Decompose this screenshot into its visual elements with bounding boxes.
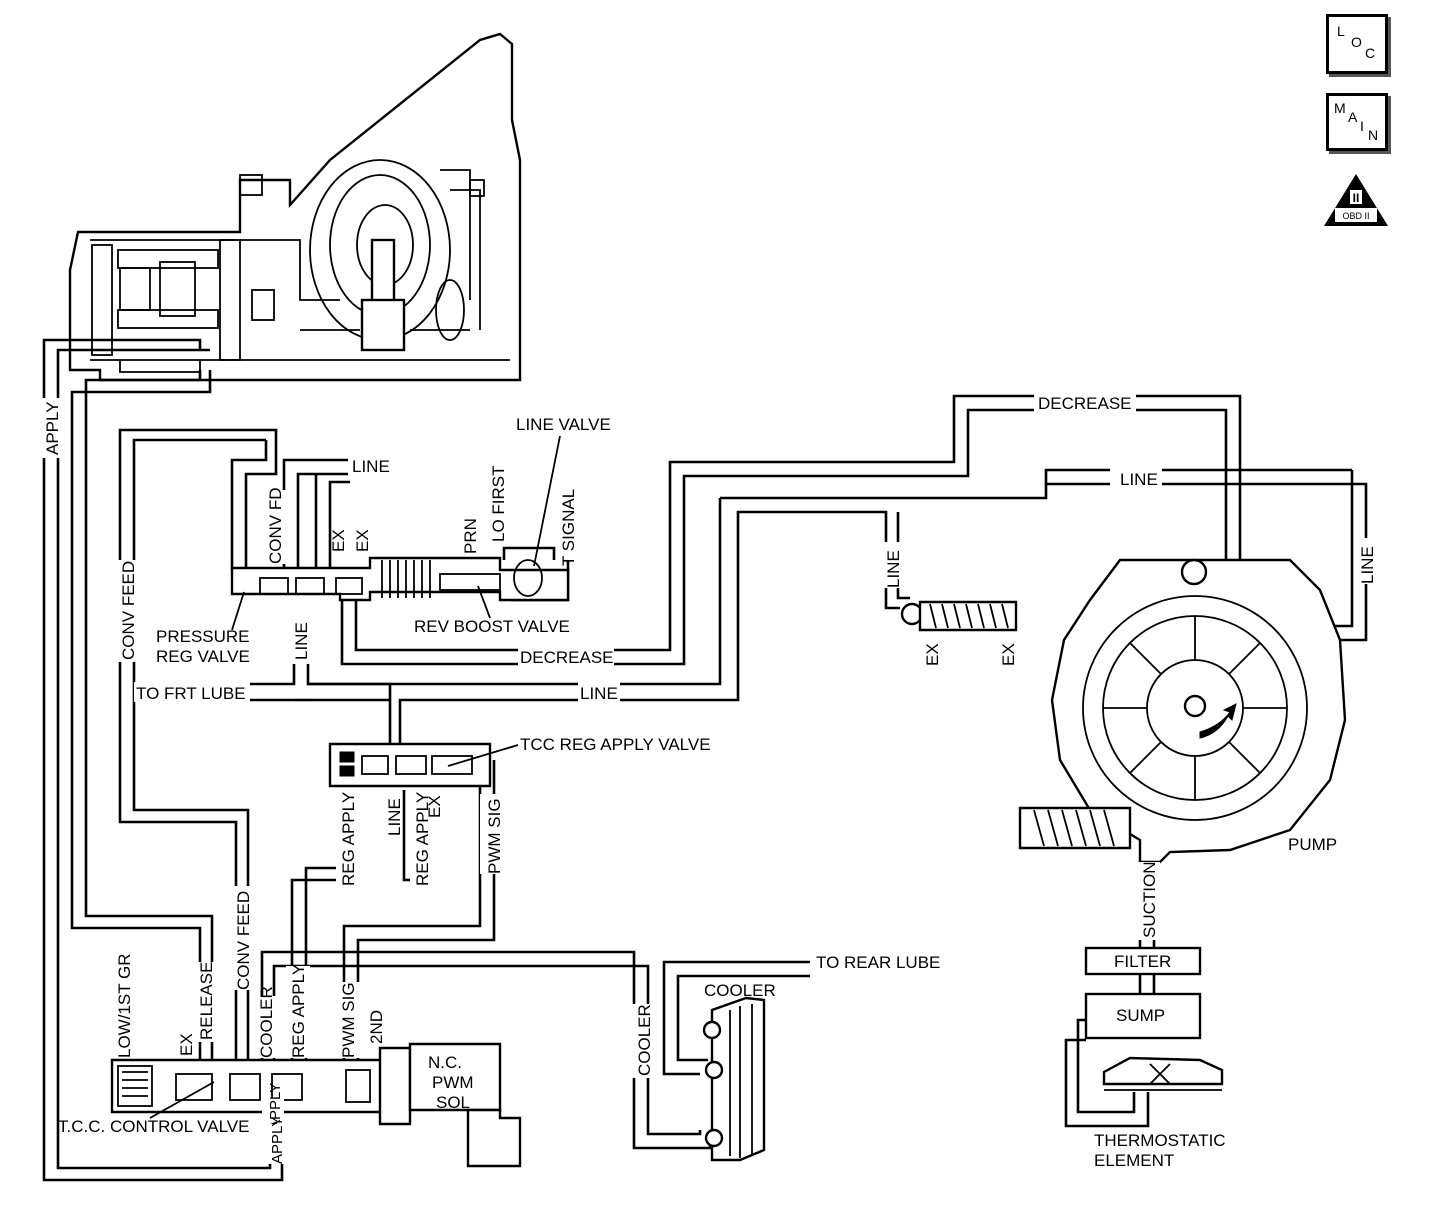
label-line-spring: LINE (884, 550, 903, 588)
label-pwm-sig-1: PWM SIG (485, 798, 504, 874)
label-line-upper: LINE (352, 457, 390, 476)
label-pump: PUMP (1288, 835, 1337, 854)
label-thermostatic: THERMOSTATIC (1094, 1131, 1226, 1150)
label-apply-left: APPLY (43, 401, 62, 455)
label-element: ELEMENT (1094, 1151, 1174, 1170)
label-line-mid: LINE (292, 622, 311, 660)
label-sump: SUMP (1116, 1006, 1165, 1025)
label-low-1st-gr: LOW/1ST GR (115, 953, 134, 1058)
label-ex-low: EX (177, 1033, 196, 1056)
transmission-housing (68, 32, 522, 382)
label-conv-feed-left: CONV FEED (119, 561, 138, 660)
label-line-valve: LINE VALVE (516, 415, 611, 434)
loc-letter-o: O (1351, 34, 1362, 50)
label-ex-tcc: EX (425, 795, 444, 818)
label-to-rear-lube: TO REAR LUBE (816, 953, 940, 972)
label-sol: SOL (436, 1093, 470, 1112)
label-rev-boost-valve: REV BOOST VALVE (414, 617, 570, 636)
label-tcc-control-valve: T.C.C. CONTROL VALVE (58, 1117, 249, 1136)
loc-letter-l: L (1337, 23, 1345, 39)
thermostatic-element (1102, 1056, 1224, 1091)
filter-box (1084, 946, 1202, 976)
label-tcc-reg-apply-valve: TCC REG APPLY VALVE (520, 735, 711, 754)
label-cooler-v: COOLER (257, 986, 276, 1058)
loc-letter-c: C (1365, 45, 1376, 61)
tcc-reg-apply-valve (328, 742, 492, 788)
label-ex-spring-2: EX (999, 643, 1018, 666)
label-line-long: LINE (580, 684, 618, 703)
label-cooler-line: COOLER (635, 1004, 654, 1076)
label-decrease-mid: DECREASE (520, 648, 614, 667)
label-to-frt-lube: TO FRT LUBE (136, 684, 246, 703)
label-line-right: LINE (1358, 546, 1377, 584)
obd-ii-icon: II OBD II (1324, 174, 1388, 226)
main-letter-i: I (1360, 118, 1364, 134)
label-cooler-unit: COOLER (704, 981, 776, 1000)
label-reg-apply-1: REG APPLY (339, 792, 358, 886)
label-filter: FILTER (1114, 952, 1171, 971)
label-pwm: PWM (432, 1073, 474, 1092)
label-reg-valve: REG VALVE (156, 647, 250, 666)
label-suction: SUCTION (1140, 862, 1159, 939)
label-ex-1: EX (329, 529, 348, 552)
obd-label: OBD II (1342, 211, 1369, 221)
obd-ii-button[interactable]: II OBD II (1322, 172, 1390, 228)
label-nc: N.C. (428, 1053, 462, 1072)
label-apply-low: APPLY (267, 1083, 284, 1130)
label-conv-feed-low: CONV FEED (234, 891, 253, 990)
main-letter-n: N (1368, 127, 1379, 143)
label-release: RELEASE (197, 962, 216, 1040)
label-line-top: LINE (1120, 470, 1158, 489)
label-t-signal: T SIGNAL (559, 489, 578, 566)
label-line-tcc: LINE (385, 798, 404, 836)
label-pwm-sig-2: PWM SIG (339, 982, 358, 1058)
tcc-control-valve (110, 1042, 522, 1168)
loc-button[interactable]: L O C (1326, 14, 1388, 74)
label-conv-fd: CONV FD (266, 488, 285, 565)
sump-box (1084, 992, 1202, 1040)
obd-roman: II (1353, 191, 1360, 205)
label-pressure: PRESSURE (156, 627, 250, 646)
cooler-unit (702, 996, 766, 1162)
label-2nd: 2ND (367, 1010, 386, 1044)
label-lo-first: LO FIRST (489, 465, 508, 542)
label-decrease-top: DECREASE (1038, 394, 1132, 413)
main-letter-a: A (1348, 109, 1358, 125)
label-prn: PRN (461, 518, 480, 554)
main-button[interactable]: M A I N (1326, 93, 1388, 151)
labels: APPLY DECREASE LINE LINE VALVE LINE CONV… (38, 392, 1380, 1170)
label-ex-spring-1: EX (923, 643, 942, 666)
spring-valve (900, 600, 1018, 632)
label-ex-2: EX (353, 529, 372, 552)
main-letter-m: M (1334, 100, 1346, 116)
label-reg-apply-3: REG APPLY (289, 964, 308, 1058)
line-valve-body (230, 556, 570, 602)
label-reg-apply-2: REG APPLY (413, 792, 432, 886)
label-apply-bottom: APPLY (269, 1117, 286, 1164)
pump (1018, 558, 1347, 864)
